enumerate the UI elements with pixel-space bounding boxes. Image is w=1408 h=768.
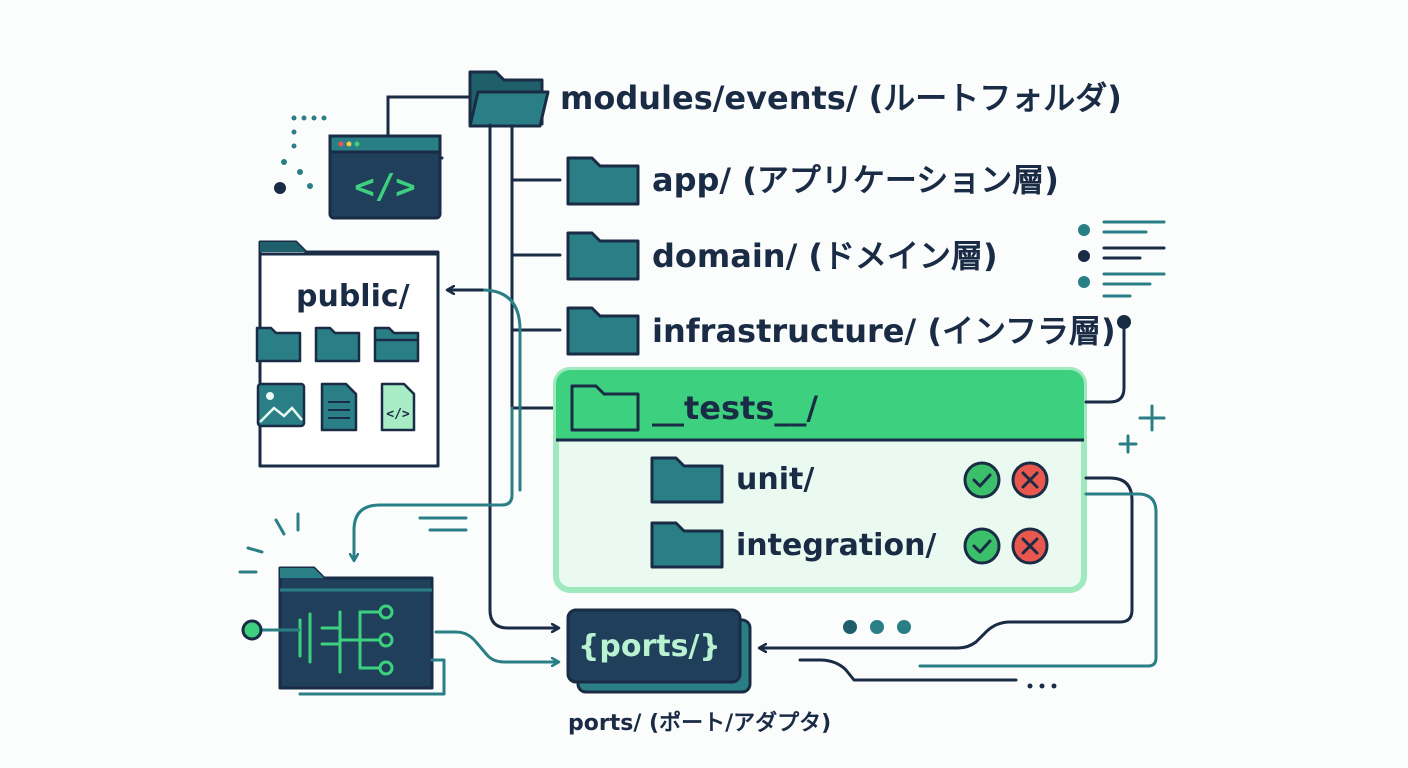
folder-icon-tests — [570, 384, 640, 432]
root-folder-icon — [468, 70, 550, 128]
plus-icon — [1118, 434, 1138, 454]
folder-icon — [314, 326, 361, 363]
ports-card — [566, 608, 752, 694]
plus-icon — [1138, 404, 1166, 432]
document-icon — [320, 382, 358, 432]
circuit-icon — [241, 566, 434, 690]
folder-icon-infrastructure — [566, 306, 640, 356]
image-file-icon — [256, 382, 306, 428]
code-glyph: </> — [354, 167, 415, 207]
tests-folder-label: __tests__/ — [652, 389, 819, 427]
check-icon — [963, 461, 1001, 499]
app-folder-label: app/ (アプリケーション層) — [652, 161, 1059, 199]
spark-lines — [238, 512, 300, 574]
domain-folder-label: domain/ (ドメイン層) — [652, 237, 998, 275]
infrastructure-folder-label: infrastructure/ (インフラ層) — [652, 312, 1116, 350]
dots-icon — [843, 620, 911, 634]
integration-folder-label: integration/ — [736, 528, 937, 563]
public-folder-label: public/ — [296, 279, 410, 314]
dash-lines — [418, 516, 468, 532]
connector-lines — [298, 123, 1158, 696]
decorative-dots — [274, 115, 327, 194]
small-dots — [1027, 683, 1057, 689]
code-window-icon: </> — [328, 134, 442, 220]
code-file-icon: </> — [380, 382, 416, 432]
unit-folder-label: unit/ — [736, 462, 815, 497]
folder-icon-unit — [650, 456, 724, 504]
root-folder-label: modules/events/ (ルートフォルダ) — [560, 79, 1122, 117]
folder-icon — [255, 326, 302, 363]
connector-node — [1117, 315, 1131, 329]
folder-icon — [373, 326, 420, 363]
code-file-glyph: </> — [386, 407, 410, 422]
ports-card-label: {ports/} — [578, 629, 721, 664]
cross-icon — [1011, 527, 1049, 565]
folder-icon-integration — [650, 521, 724, 569]
ports-caption: ports/ (ポート/アダプタ) — [568, 711, 832, 736]
folder-icon-app — [566, 156, 640, 206]
list-icon — [1078, 220, 1166, 298]
cross-icon — [1011, 461, 1049, 499]
folder-icon-domain — [566, 231, 640, 281]
check-icon — [963, 527, 1001, 565]
